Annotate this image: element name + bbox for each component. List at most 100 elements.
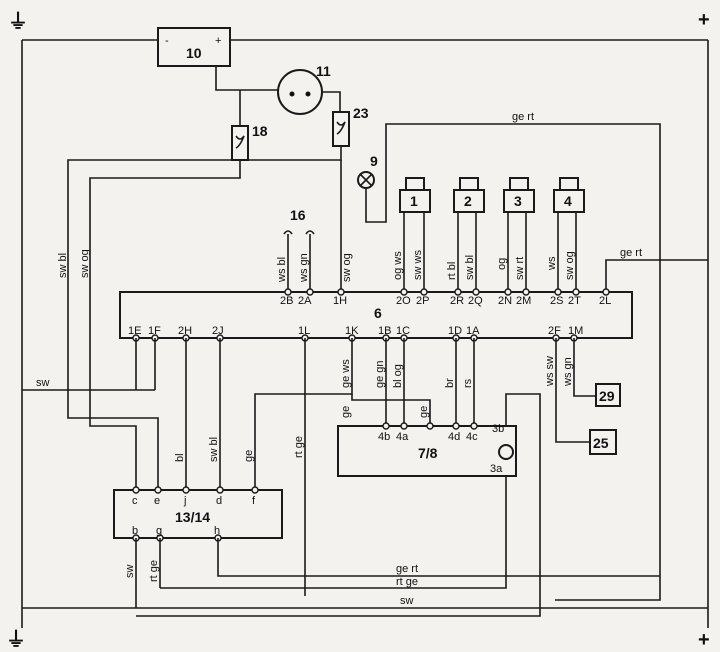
fuse-23: 23: [67, 105, 369, 490]
pin-e: e: [154, 495, 160, 507]
wire-label-sw-bl: sw bl: [57, 253, 69, 278]
wire-label-sw-bl-2q: sw bl: [464, 255, 476, 280]
wire-label-ge-f: ge: [243, 450, 255, 462]
pin-1e: 1E: [128, 325, 141, 337]
c10-plus-label: +: [215, 35, 221, 47]
component-25: 25: [589, 429, 617, 455]
wire-label-ge-left: ge: [340, 406, 352, 418]
wire-label-sw-og-1h: sw og: [341, 253, 353, 282]
injector-2: 2: [453, 177, 485, 292]
pin-h: h: [214, 525, 220, 537]
pin-2b: 2B: [280, 295, 293, 307]
c6-label: 6: [374, 305, 382, 321]
wire-label-ge-ws: ge ws: [340, 359, 352, 388]
ground-icon-bottom: ⏚: [6, 628, 26, 651]
pins-top-6: 2B 2A 1H 2O 2P 2R 2Q 2N 2M 2S 2T 2L: [280, 288, 611, 307]
pin-2f: 2F: [548, 325, 561, 337]
pin-3a: 3a: [490, 463, 503, 475]
component-7-8: 7/8 4b 4a 4d 4c 3b 3a: [136, 393, 541, 617]
pin-1c: 1C: [396, 325, 410, 337]
wire-label-sw-bl-d: sw bl: [208, 437, 220, 462]
injector-2-label: 2: [464, 193, 472, 209]
wire-label-rt-bl: rt bl: [446, 262, 458, 280]
pin-2q: 2Q: [468, 295, 483, 307]
wire-label-ws-gn-1m: ws gn: [562, 357, 574, 387]
injector-3: 3: [503, 177, 535, 292]
lamp-9-label: 9: [370, 153, 378, 169]
pin-2n: 2N: [498, 295, 512, 307]
wire-label-bl-og: bl og: [392, 364, 404, 388]
pin-1k: 1K: [345, 325, 359, 337]
c11-label: 11: [316, 63, 331, 79]
pin-4c: 4c: [466, 431, 478, 443]
pin-f: f: [252, 495, 256, 507]
wire-labels: sw bl sw og ws bl ws gn sw og og ws sw w…: [36, 111, 642, 607]
ground-icon-top: ⏚: [8, 10, 28, 33]
pin-1m: 1M: [568, 325, 583, 337]
pin-1h: 1H: [333, 295, 347, 307]
wire-label-og: og: [496, 258, 508, 270]
wire-label-rt-ge-bottom: rt ge: [396, 576, 418, 588]
pin-3b: 3b: [492, 423, 504, 435]
wire-label-sw-rt: sw rt: [514, 257, 526, 280]
wire-label-ws: ws: [546, 256, 558, 271]
component-13-14: 13/14 c e j d f b g h: [113, 486, 660, 608]
wire-label-ge-rt-right: ge rt: [620, 247, 642, 259]
pin-j: j: [183, 495, 186, 507]
wire-label-sw-og: sw og: [79, 249, 91, 278]
pin-2l: 2L: [599, 295, 611, 307]
control-unit-6: 6: [119, 160, 708, 339]
pin-2p: 2P: [416, 295, 429, 307]
wire-label-rt-ge-1l: rt ge: [293, 436, 305, 458]
pin-4a: 4a: [396, 431, 409, 443]
pin-4b: 4b: [378, 431, 390, 443]
c16-label: 16: [290, 207, 306, 223]
pin-1d: 1D: [448, 325, 462, 337]
wire-label-bl: bl: [174, 453, 186, 462]
pin-2s: 2S: [550, 295, 563, 307]
pin-2m: 2M: [516, 295, 531, 307]
wire-label-ge-rt-bottom: ge rt: [396, 563, 418, 575]
wire-label-rs: rs: [462, 378, 474, 388]
wire-label-og-ws: og ws: [392, 251, 404, 280]
wire-label-sw-og-2t: sw og: [564, 251, 576, 280]
pin-1b: 1B: [378, 325, 391, 337]
wire-label-ge-gn: ge gn: [374, 360, 386, 388]
pin-c: c: [132, 495, 138, 507]
pin-2j: 2J: [212, 325, 224, 337]
plus-label-top: +: [698, 9, 710, 31]
wire-label-sw-bottom: sw: [400, 595, 414, 607]
component-11: 11: [277, 63, 341, 115]
c10-minus-label: -: [165, 35, 169, 47]
c29-label: 29: [599, 388, 615, 404]
c1314-label: 13/14: [175, 509, 210, 525]
pin-b: b: [132, 525, 138, 537]
wire-label-ws-gn: ws gn: [298, 253, 310, 283]
wire-label-sw-ws: sw ws: [412, 250, 424, 280]
pin-d: d: [216, 495, 222, 507]
pin-4d: 4d: [448, 431, 460, 443]
lamp-9: 9: [357, 123, 661, 601]
fuse-23-label: 23: [353, 105, 369, 121]
component-16: 16: [283, 207, 315, 292]
fuse-18-label: 18: [252, 123, 268, 139]
pin-1f: 1F: [148, 325, 161, 337]
wire-label-ws-bl: ws bl: [276, 257, 288, 283]
pin-2h: 2H: [178, 325, 192, 337]
component-10: - + 10: [157, 27, 284, 91]
injector-1: 1: [399, 177, 431, 292]
injector-3-label: 3: [514, 193, 522, 209]
injector-4: 4: [553, 177, 585, 292]
pin-2t: 2T: [568, 295, 581, 307]
wire-label-ge-rt-top: ge rt: [512, 111, 534, 123]
component-29: 29: [595, 383, 621, 407]
pin-2o: 2O: [396, 295, 411, 307]
pin-g: g: [156, 525, 162, 537]
injector-4-label: 4: [564, 193, 572, 209]
plus-label-bottom: +: [698, 629, 710, 651]
wires-below-6: [22, 338, 596, 596]
injector-1-label: 1: [410, 193, 418, 209]
pin-1a: 1A: [466, 325, 480, 337]
wire-label-ws-sw: ws sw: [544, 356, 556, 387]
